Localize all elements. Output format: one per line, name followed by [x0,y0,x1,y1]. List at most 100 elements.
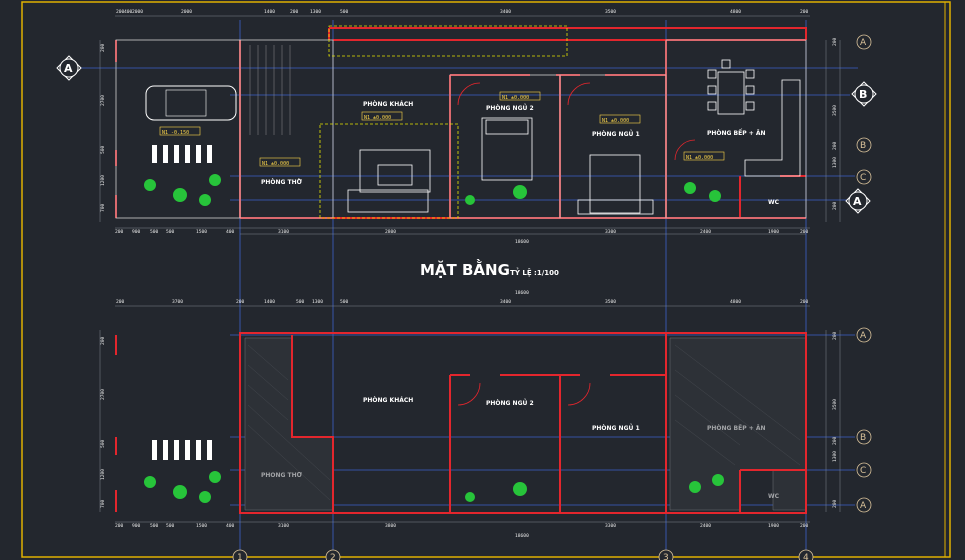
dim-left: 200 [100,336,106,345]
dim-top: 4800 [730,299,741,305]
dim-top: 1400 [264,9,275,15]
drawing-frame [21,1,951,558]
dim-top: 4800 [730,9,741,15]
dims-top-2: 200 3700 200 1400 500 1300 500 3400 3500… [116,290,809,305]
dim-bottom: 1900 [768,523,779,529]
dim-bottom: 500 [166,523,175,529]
room-label-kitchen: PHÒNG BẾP + ĂN [707,129,766,137]
dim-bottom: 200 [115,523,124,529]
dim-top: 3400 [500,9,511,15]
dims-right-2: 200 3500 200 1300 200 [832,331,838,508]
dim-bottom: 400 [226,229,235,235]
dim-bottom: 500 [166,229,175,235]
living-zone [319,123,459,219]
dim-left: 2700 [100,95,106,106]
room-label-wc: WC [768,493,780,500]
dim-bottom: 1500 [196,523,207,529]
level-tag-garage: N1 -0.150 [162,130,189,136]
dim-bottom: 900 [132,523,141,529]
dim-overall: 18600 [515,533,529,539]
dim-right: 200 [832,37,838,46]
dim-bottom: 3800 [385,523,396,529]
room-label-bed2: PHÒNG NGỦ 2 [486,104,534,112]
terrace-zone [328,25,568,57]
dim-top: 3400 [500,299,511,305]
parking-stripes [152,145,212,163]
level-tag-bed1: N1 ±0.000 [602,118,629,124]
kitchen-counter [744,79,801,177]
axis-label: 1 [237,553,243,560]
axis-label: 4 [803,553,809,560]
axis-label: A [853,195,862,208]
dim-right: 200 [832,201,838,210]
dim-bottom: 2400 [700,229,711,235]
dim-right: 200 [832,499,838,508]
dim-bottom: 900 [132,229,141,235]
dim-top: 500 [340,299,349,305]
level-tag-bed2: N1 ±0.000 [502,95,529,101]
room-label-kitchen: PHÒNG BẾP + ĂN [707,424,766,432]
plan-upper: PHÒNG KHÁCH PHÒNG NGỦ 2 PHÒNG NGỦ 1 PHÒN… [56,9,877,560]
axis-bubbles-right-2 [856,327,872,513]
dim-top: 1400 [264,299,275,305]
axis-label: C [860,173,866,183]
bed-2 [481,117,533,181]
room-label-living: PHÒNG KHÁCH [363,101,413,108]
axis-label: B [860,141,866,151]
dim-top: 500 [340,9,349,15]
dims-right-1: 200 3500 200 1300 200 [832,37,838,210]
dining-table [707,59,755,115]
dim-left: 500 [100,145,106,154]
level-tag-living: N1 ±0.000 [364,115,391,121]
axis-label: 3 [663,553,669,560]
dim-top: 200 [800,9,809,15]
dim-bottom: 500 [150,523,159,529]
drawing-title: MẶT BẰNG [420,258,510,279]
axis-marker-a-left: A [56,55,82,81]
axis-label: A [860,331,867,341]
axis-label: C [860,466,866,476]
plant-symbols [144,174,721,206]
axis-label: B [860,433,866,443]
axis-marker-a-right: A [845,188,871,214]
dim-right: 200 [832,141,838,150]
room-label-bed2: PHÒNG NGỦ 2 [486,399,534,407]
dim-left: 700 [100,203,106,212]
axis-bubbles-bottom [232,549,814,560]
room-label-worship: PHÒNG THỜ [261,472,303,479]
room-label-bed1: PHÒNG NGỦ 1 [592,424,640,432]
axis-label: 2 [330,553,336,560]
dim-bottom: 2800 [385,229,396,235]
level-tag-worship: N1 ±0.000 [262,161,289,167]
bed-1 [577,154,654,215]
axis-label: B [859,88,867,101]
dim-bottom: 200 [800,229,809,235]
dim-bottom: 2400 [700,523,711,529]
dim-top: 2000 [132,9,143,15]
dim-left: 1200 [100,175,106,186]
dims-top-1: 200 400 2000 2000 1400 200 1300 500 3400… [116,9,809,15]
dim-bottom: 400 [226,523,235,529]
dim-right: 1300 [832,451,838,462]
dim-overall: 18600 [515,290,529,296]
dim-left: 700 [100,499,106,508]
dim-top: 3500 [605,299,616,305]
dim-top: 200 [236,299,245,305]
dim-bottom: 200 [800,523,809,529]
room-label-worship: PHÒNG THỜ [261,179,303,186]
dim-bottom: 3100 [278,523,289,529]
dim-right: 200 [832,331,838,340]
dim-top: 200 [800,299,809,305]
plant-symbols-2 [144,471,724,503]
dim-left: 500 [100,439,106,448]
dims-left-1: 200 2700 500 1200 700 [100,43,106,212]
dim-top: 1300 [312,299,323,305]
room-label-wc: WC [768,199,780,206]
dim-bottom: 3100 [278,229,289,235]
room-label-living: PHÒNG KHÁCH [363,397,413,404]
parking-stripes-2 [152,440,212,460]
sofa-set [347,149,431,213]
room-label-bed1: PHÒNG NGỦ 1 [592,130,640,138]
dims-bottom-2: 200 900 500 500 1500 400 3100 3800 3300 … [115,523,809,539]
